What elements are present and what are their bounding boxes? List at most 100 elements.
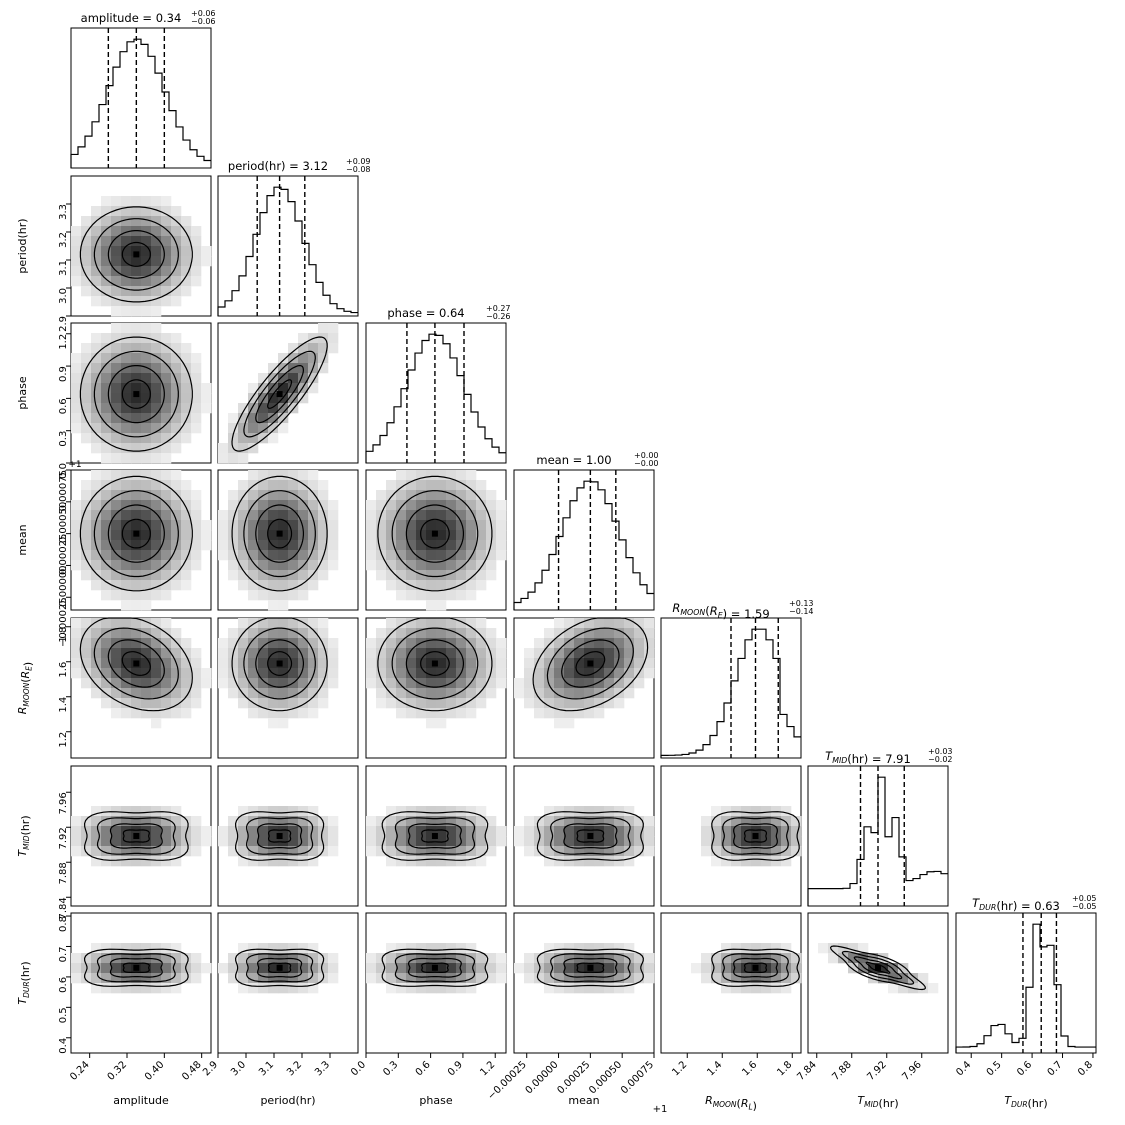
density-cell xyxy=(228,688,239,699)
density-cell xyxy=(101,373,112,384)
histogram-bars xyxy=(217,186,358,316)
density-cell xyxy=(141,550,152,561)
density-cell xyxy=(456,470,467,481)
density-cell xyxy=(771,953,782,964)
density-cell xyxy=(81,953,92,964)
density-cell xyxy=(791,953,802,964)
contour-level-3 xyxy=(93,490,179,578)
density-cell xyxy=(594,638,605,649)
density-cell xyxy=(476,816,487,827)
contour-level-2 xyxy=(107,639,165,688)
density-cell xyxy=(514,963,525,974)
density-cell xyxy=(71,618,82,629)
density-cell xyxy=(71,668,82,679)
density-cell xyxy=(564,856,575,867)
contour-level-2 xyxy=(107,365,165,424)
density-cell xyxy=(416,836,427,847)
peak-marker xyxy=(133,660,140,667)
density-cell xyxy=(161,236,172,247)
contour-level-4 xyxy=(79,336,193,452)
density-cell xyxy=(318,628,329,639)
density-cell xyxy=(191,973,202,984)
density-cell xyxy=(161,403,172,414)
peak-marker xyxy=(133,833,140,839)
density-cell xyxy=(496,678,507,689)
density-cell xyxy=(524,973,535,984)
y-tick-label: 1.2 xyxy=(58,334,69,350)
contour-level-1 xyxy=(421,962,449,973)
density-cell xyxy=(171,540,182,551)
density-cell xyxy=(161,333,172,344)
density-cell xyxy=(248,963,259,974)
density-cell xyxy=(634,648,645,659)
density-cell xyxy=(386,648,397,659)
density-cell xyxy=(131,520,142,531)
density-cell xyxy=(456,510,467,521)
density-cell xyxy=(151,658,162,669)
density-cell xyxy=(71,413,82,424)
density-cell xyxy=(258,668,269,679)
density-cell xyxy=(496,658,507,669)
density-cell xyxy=(396,648,407,659)
density-cell xyxy=(121,216,132,227)
density-cell xyxy=(268,570,279,581)
density-cell xyxy=(101,196,112,207)
density-cell xyxy=(878,953,889,964)
density-cell xyxy=(406,560,417,571)
density-cell xyxy=(791,963,802,974)
density-cell xyxy=(318,500,329,511)
density-cell xyxy=(594,806,605,817)
density-cell xyxy=(544,983,555,994)
density-cell xyxy=(268,413,279,424)
density-cell xyxy=(131,413,142,424)
density-cell xyxy=(121,276,132,287)
density-cell xyxy=(426,638,437,649)
density-cell xyxy=(278,590,289,601)
density-cell xyxy=(141,806,152,817)
density-cell xyxy=(791,973,802,984)
histogram-amplitude xyxy=(70,27,212,169)
density-cell xyxy=(91,470,102,481)
density-cell xyxy=(71,363,82,374)
contour-level-4 xyxy=(829,945,927,991)
density-cell xyxy=(446,856,457,867)
density-cell xyxy=(121,618,132,629)
density-cell xyxy=(644,816,655,827)
density-cell xyxy=(151,236,162,247)
density-cell xyxy=(741,856,752,867)
density-cell xyxy=(151,678,162,689)
density-cell xyxy=(741,806,752,817)
density-cell xyxy=(71,373,82,384)
density-cell xyxy=(318,698,329,709)
density-cell xyxy=(446,628,457,639)
density-cell xyxy=(426,590,437,601)
contour-level-3 xyxy=(93,218,179,291)
density-cell xyxy=(328,963,339,974)
density-cell xyxy=(161,708,172,719)
density-cell xyxy=(721,806,732,817)
density-cell xyxy=(111,490,122,501)
density-cell xyxy=(584,943,595,954)
contour-level-1 xyxy=(268,829,292,843)
density-cell xyxy=(406,648,417,659)
density-cell xyxy=(376,678,387,689)
density-cell xyxy=(624,943,635,954)
density-cell xyxy=(91,806,102,817)
density-cell xyxy=(101,353,112,364)
density-cell xyxy=(781,816,792,827)
density-cell xyxy=(584,836,595,847)
density-cell xyxy=(121,413,132,424)
density-cell xyxy=(151,688,162,699)
density-cell xyxy=(131,353,142,364)
density-cell xyxy=(181,953,192,964)
density-cell xyxy=(81,266,92,277)
density-cell xyxy=(238,500,249,511)
density-cell xyxy=(584,973,595,984)
density-cell xyxy=(298,836,309,847)
title-text: mean = 1.00 xyxy=(536,453,611,467)
density-cell xyxy=(81,353,92,364)
density-cell xyxy=(308,678,319,689)
contour-level-2 xyxy=(255,504,304,563)
density-cell xyxy=(101,836,112,847)
density-cell xyxy=(228,433,239,444)
